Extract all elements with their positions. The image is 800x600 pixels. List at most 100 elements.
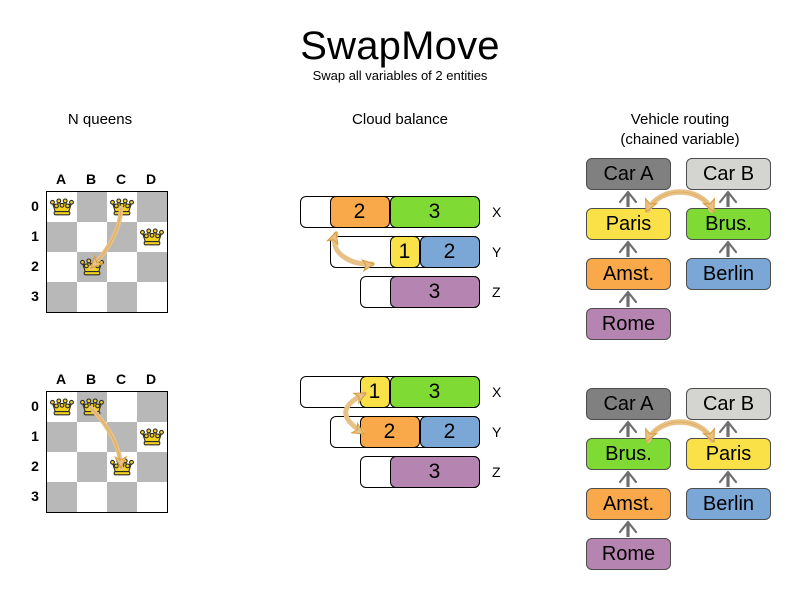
board-cell[interactable] [137,282,167,312]
queen-icon [140,228,164,246]
cloud-computer-label: Y [492,424,502,440]
swap-arrow [645,419,715,444]
queen-piece[interactable] [47,392,77,422]
board-cell[interactable] [107,482,137,512]
board-cell[interactable] [77,222,107,252]
routing-heading-line2: (chained variable) [620,131,740,148]
board-row-label: 2 [31,258,39,274]
board-cell[interactable] [77,192,107,222]
page-title: SwapMove [300,24,500,68]
board-cell[interactable] [47,422,77,452]
board-cell[interactable] [77,452,107,482]
board-column-label: B [85,371,97,387]
queen-piece[interactable] [137,222,167,252]
cloud-computer-label: Z [492,284,501,300]
board-cell[interactable] [47,222,77,252]
cloud-computer-label: X [492,384,502,400]
customer-node[interactable]: Paris [686,438,771,470]
customer-node[interactable]: Amst. [586,488,671,520]
board-cell[interactable] [47,252,77,282]
swap-arrow [343,391,367,435]
customer-node[interactable]: Berlin [686,258,771,290]
cloud-computer-bar[interactable]: 3 [360,275,480,308]
board-cell[interactable] [77,422,107,452]
board-column-label: B [85,171,97,187]
board-cell[interactable] [47,482,77,512]
cloud-process-block[interactable]: 3 [389,195,480,228]
cloud-process-block[interactable]: 3 [389,455,480,488]
board-cell[interactable] [47,282,77,312]
board-cell[interactable] [47,452,77,482]
cloud-computer-bar[interactable]: 3 [360,455,480,488]
board-cell[interactable] [137,252,167,282]
board-cell[interactable] [107,282,137,312]
board-row-label: 0 [31,398,39,414]
board-grid [46,191,168,313]
chain-arrow-icon [718,470,738,487]
board-cell[interactable] [107,392,137,422]
queen-piece[interactable] [47,192,77,222]
cloud-process-block[interactable]: 3 [389,275,480,308]
chain-arrow-icon [618,520,638,537]
vehicle-node[interactable]: Car B [686,388,771,420]
board-cell[interactable] [137,392,167,422]
chain-arrow-icon [618,420,638,437]
cloud-process-block[interactable]: 1 [389,235,420,268]
board-row-label: 2 [31,458,39,474]
cloud-process-block[interactable]: 2 [419,415,480,448]
board-row-label: 1 [31,428,39,444]
chain-arrow-icon [718,190,738,207]
customer-node[interactable]: Rome [586,538,671,570]
board-cell[interactable] [137,192,167,222]
section-heading-vehicle-routing: Vehicle routing (chained variable) [580,110,780,150]
board-column-label: C [115,171,127,187]
vehicle-node[interactable]: Car A [586,388,671,420]
board-column-label: D [145,171,157,187]
board-row-label: 3 [31,288,39,304]
chain-arrow-icon [618,190,638,207]
vehicle-node[interactable]: Car A [586,158,671,190]
swap-arrow [645,189,715,214]
swap-arrow [88,405,128,471]
queen-icon [50,398,74,416]
swap-arrow [88,205,124,271]
swap-arrow [325,230,376,273]
board-cell[interactable] [77,282,107,312]
cloud-process-block[interactable]: 3 [389,375,480,408]
customer-node[interactable]: Amst. [586,258,671,290]
cloud-process-block[interactable]: 2 [419,235,480,268]
section-heading-cloud-balance: Cloud balance [352,111,448,128]
board-row-label: 3 [31,488,39,504]
cloud-process-block[interactable]: 2 [329,195,390,228]
routing-heading-line1: Vehicle routing [630,111,730,128]
board-cell[interactable] [107,252,137,282]
chain-arrow-icon [718,420,738,437]
chain-arrow-icon [718,240,738,257]
customer-node[interactable]: Paris [586,208,671,240]
section-heading-n-queens: N queens [67,111,133,128]
customer-node[interactable]: Rome [586,308,671,340]
cloud-computer-label: Y [492,244,502,260]
board-cell[interactable] [137,482,167,512]
cloud-computer-label: Z [492,464,501,480]
customer-node[interactable]: Berlin [686,488,771,520]
board-cell[interactable] [137,452,167,482]
chain-arrow-icon [618,290,638,307]
page-subtitle: Swap all variables of 2 entities [312,68,488,83]
board-column-label: C [115,371,127,387]
customer-node[interactable]: Brus. [586,438,671,470]
board-row-label: 1 [31,228,39,244]
board-cell[interactable] [77,482,107,512]
chain-arrow-icon [618,240,638,257]
queen-icon [50,198,74,216]
queen-piece[interactable] [137,422,167,452]
vehicle-node[interactable]: Car B [686,158,771,190]
queen-icon [140,428,164,446]
customer-node[interactable]: Brus. [686,208,771,240]
cloud-process-block[interactable]: 1 [359,375,390,408]
chain-arrow-icon [618,470,638,487]
